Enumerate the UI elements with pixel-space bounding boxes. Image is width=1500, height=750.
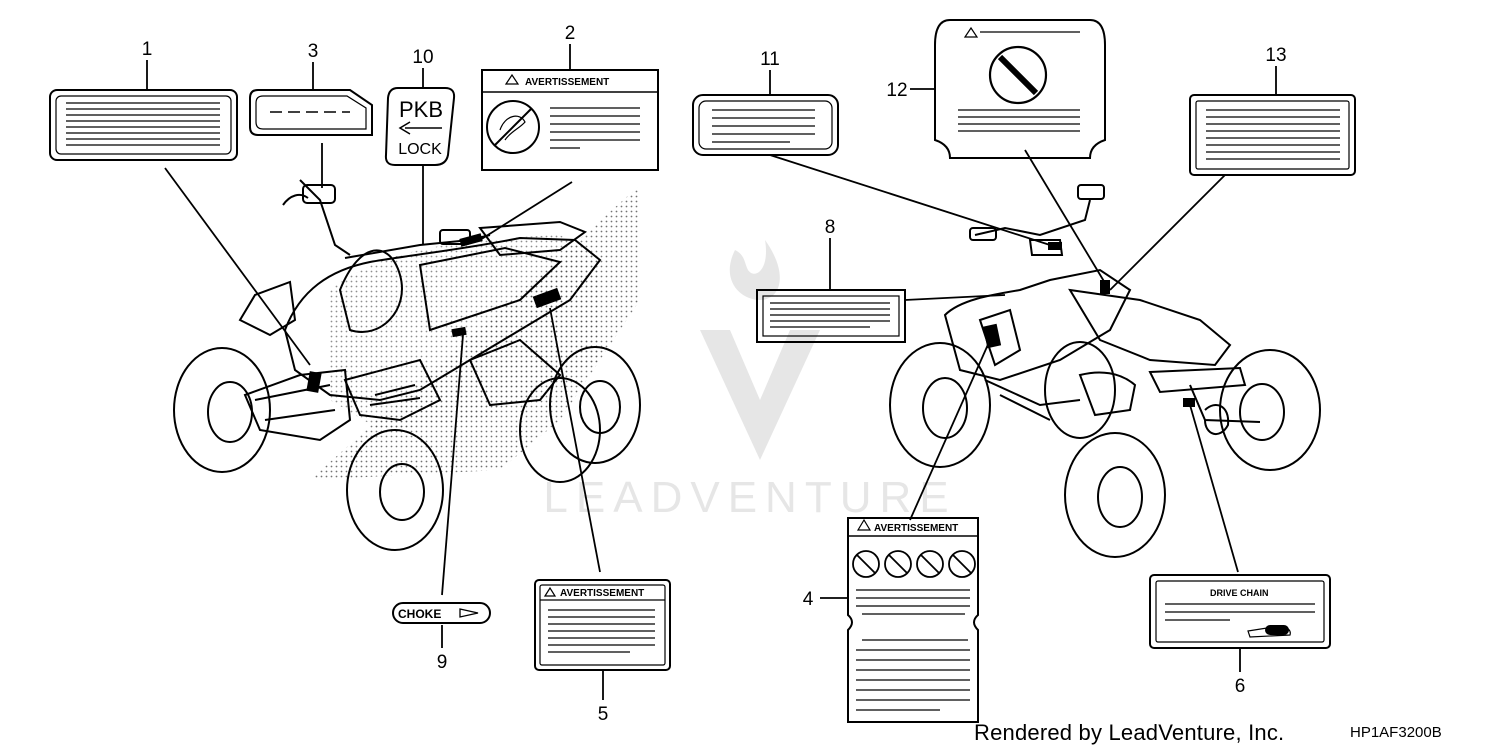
- label-12-panel: [934, 19, 1106, 159]
- svg-text:AVERTISSEMENT: AVERTISSEMENT: [560, 588, 644, 599]
- callout-9: 9: [437, 652, 448, 673]
- label-3-panel: [249, 89, 373, 136]
- atv-left: [173, 179, 641, 551]
- callout-2: 2: [565, 23, 576, 44]
- callout-10: 10: [412, 47, 433, 68]
- callout-12: 12: [886, 80, 907, 101]
- callout-4: 4: [803, 589, 814, 610]
- label-10-panel: PKB LOCK: [384, 87, 456, 166]
- svg-text:LEADVENTURE: LEADVENTURE: [543, 473, 956, 522]
- svg-text:AVERTISSEMENT: AVERTISSEMENT: [525, 77, 609, 88]
- label-6-panel: DRIVE CHAIN: [1149, 574, 1331, 649]
- callout-5: 5: [598, 704, 609, 725]
- label-5-panel: AVERTISSEMENT: [534, 579, 671, 671]
- leader-lines: [146, 44, 1277, 700]
- callout-3: 3: [308, 41, 319, 62]
- label-9-panel: CHOKE: [392, 602, 491, 624]
- svg-text:DRIVE CHAIN: DRIVE CHAIN: [1210, 588, 1269, 598]
- svg-text:PKB: PKB: [399, 97, 443, 122]
- callout-1: 1: [142, 39, 153, 60]
- render-credit: Rendered by LeadVenture, Inc.: [974, 720, 1285, 745]
- label-11-panel: [692, 94, 839, 156]
- svg-text:CHOKE: CHOKE: [398, 607, 441, 621]
- callout-8: 8: [825, 217, 836, 238]
- label-1-panel: [49, 89, 238, 161]
- callout-13: 13: [1265, 45, 1286, 66]
- watermark: LEADVENTURE: [543, 240, 956, 522]
- callout-6: 6: [1235, 676, 1246, 697]
- svg-text:LOCK: LOCK: [398, 141, 442, 158]
- label-8-panel: [756, 289, 906, 343]
- callout-11: 11: [760, 49, 780, 70]
- label-13-panel: [1189, 94, 1356, 176]
- svg-text:AVERTISSEMENT: AVERTISSEMENT: [874, 523, 958, 534]
- diagram-code: HP1AF3200B: [1350, 724, 1442, 741]
- label-2-panel: AVERTISSEMENT: [481, 69, 659, 171]
- atv-right: [889, 184, 1321, 558]
- callout-numbers: 1 2 3 4 5 6 8 9 10 11 12 13: [142, 23, 1287, 725]
- label-4-panel: AVERTISSEMENT: [847, 517, 979, 723]
